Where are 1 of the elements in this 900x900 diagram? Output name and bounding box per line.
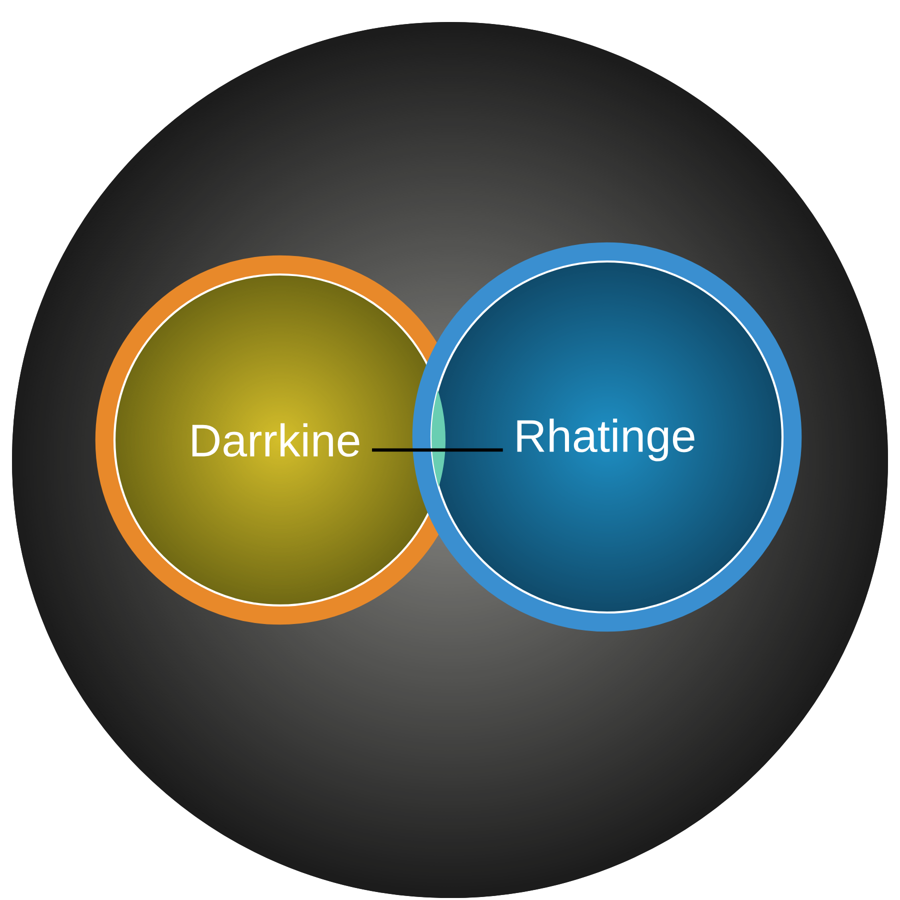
connector-line [372, 448, 503, 452]
